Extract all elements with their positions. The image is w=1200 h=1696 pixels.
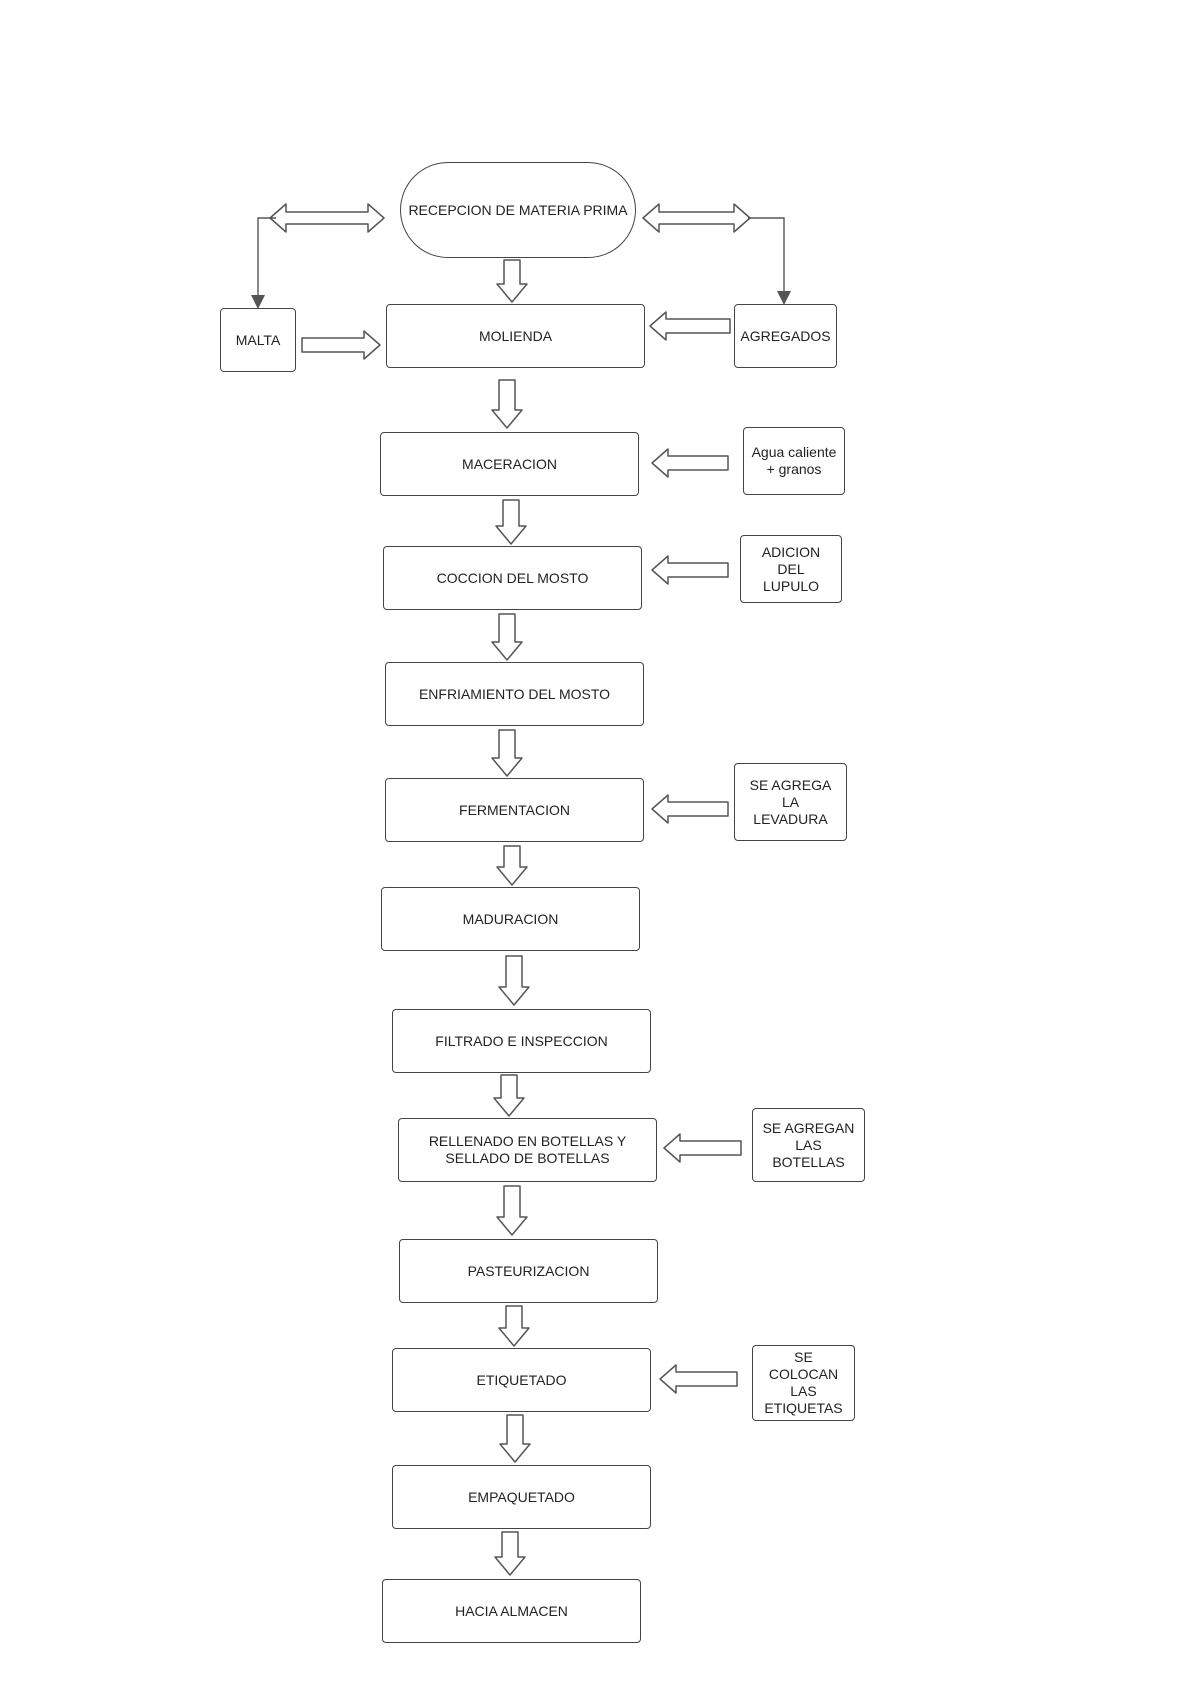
step-hacia-almacen: HACIA ALMACEN <box>382 1579 641 1643</box>
input-lupulo: ADICION DEL LUPULO <box>740 535 842 603</box>
input-botellas: SE AGREGAN LAS BOTELLAS <box>752 1108 865 1182</box>
input-malta: MALTA <box>220 308 296 372</box>
step-coccion: COCCION DEL MOSTO <box>383 546 642 610</box>
flow-arrow-1 <box>496 259 528 303</box>
step-filtrado: FILTRADO E INSPECCION <box>392 1009 651 1073</box>
flow-arrow-7 <box>498 955 530 1006</box>
step-molienda: MOLIENDA <box>386 304 645 368</box>
double-arrow-right <box>642 203 751 233</box>
flow-arrow-2 <box>491 379 523 429</box>
arrow-agua-in <box>651 448 729 478</box>
flow-arrow-6 <box>496 845 528 886</box>
step-empaquetado: EMPAQUETADO <box>392 1465 651 1529</box>
flow-arrow-11 <box>499 1414 531 1463</box>
flow-arrow-9 <box>496 1185 528 1236</box>
flow-arrow-5 <box>491 729 523 777</box>
arrow-botellas-in <box>663 1133 742 1163</box>
flow-arrow-3 <box>495 499 527 545</box>
step-pasteurizacion: PASTEURIZACION <box>399 1239 658 1303</box>
step-fermentacion: FERMENTACION <box>385 778 644 842</box>
arrow-etiquetas-in <box>659 1364 738 1394</box>
step-etiquetado: ETIQUETADO <box>392 1348 651 1412</box>
step-maduracion: MADURACION <box>381 887 640 951</box>
line-to-agregados <box>748 217 791 305</box>
step-maceracion: MACERACION <box>380 432 639 496</box>
input-agregados: AGREGADOS <box>734 304 837 368</box>
double-arrow-left <box>269 203 385 233</box>
step-rellenado: RELLENADO EN BOTELLAS Y SELLADO DE BOTEL… <box>398 1118 657 1182</box>
start-terminal: RECEPCION DE MATERIA PRIMA <box>400 162 636 258</box>
flow-arrow-8 <box>493 1074 525 1117</box>
arrow-levadura-in <box>651 794 729 824</box>
arrow-malta-in <box>301 330 381 360</box>
input-agua-caliente: Agua caliente + granos <box>743 427 845 495</box>
arrow-lupulo-in <box>651 555 729 585</box>
flow-arrow-4 <box>491 613 523 661</box>
input-etiquetas: SE COLOCAN LAS ETIQUETAS <box>752 1345 855 1421</box>
arrow-agregados-in <box>649 311 731 341</box>
flow-arrow-12 <box>494 1531 526 1576</box>
flow-arrow-10 <box>498 1305 530 1347</box>
input-levadura: SE AGREGA LA LEVADURA <box>734 763 847 841</box>
line-to-malta <box>251 217 276 309</box>
step-enfriamiento: ENFRIAMIENTO DEL MOSTO <box>385 662 644 726</box>
